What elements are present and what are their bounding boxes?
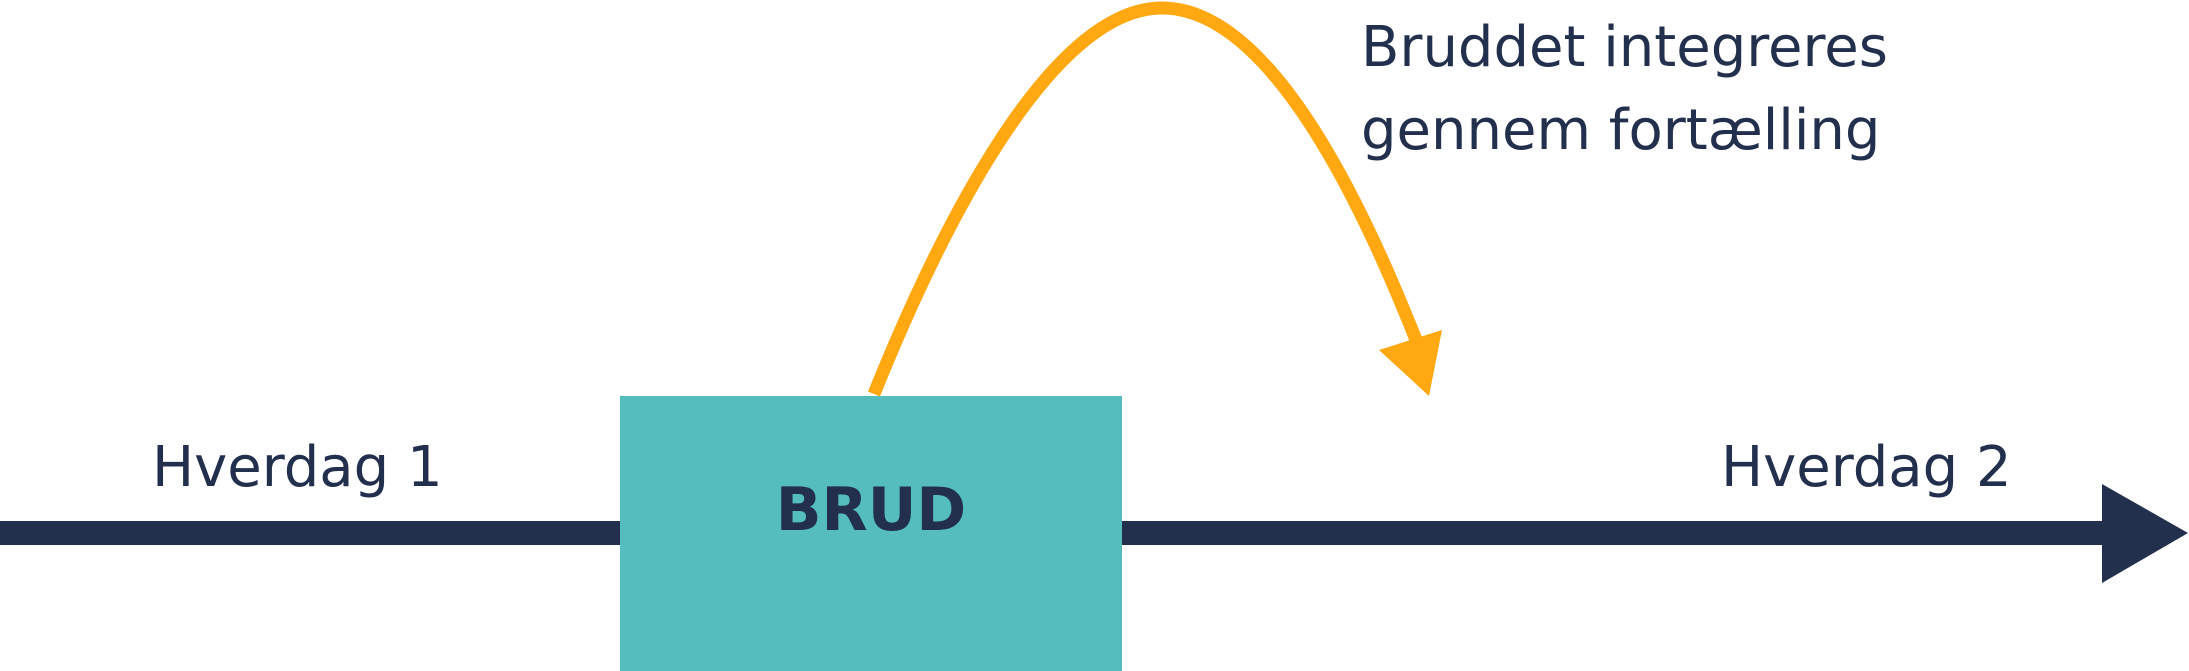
note-line-2: gennem fortælling [1361,98,1880,163]
integration-arc-arrowhead [1379,330,1442,396]
brud-label: BRUD [776,475,966,545]
hverdag-2-label: Hverdag 2 [1721,435,2012,500]
timeline-left [0,521,621,545]
brud-box [620,396,1122,671]
timeline-arrowhead [2102,484,2188,583]
integration-arc [867,1,1425,397]
hverdag-1-label: Hverdag 1 [152,435,443,500]
note-line-1: Bruddet integreres [1361,15,1888,80]
timeline-right [1122,521,2105,545]
